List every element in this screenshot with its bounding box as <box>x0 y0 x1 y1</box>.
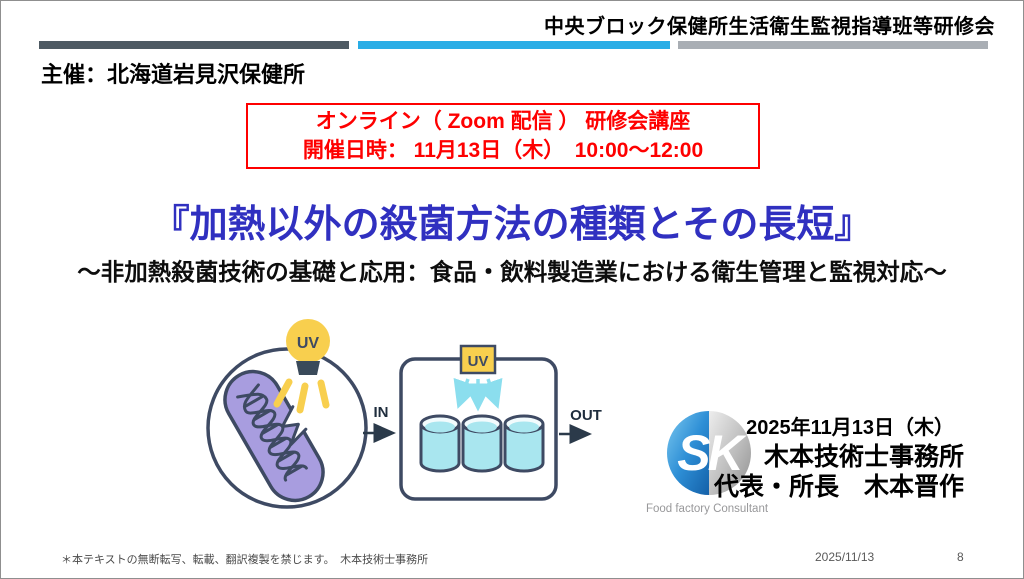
presenter-representative: 代表・所長 木本晋作 <box>713 473 964 501</box>
presenter-office: 木本技術士事務所 <box>763 443 964 471</box>
uv-chamber-diagram: UV IN OUT <box>363 344 602 501</box>
uv-lamp-label: UV <box>468 353 489 370</box>
decorative-bar-gray <box>678 41 988 49</box>
uv-lamp-box <box>459 344 497 375</box>
sk-logo: SK <box>667 411 751 495</box>
organizer-text: 主催：北海道岩見沢保健所 <box>41 62 306 87</box>
decorative-bar-cyan <box>358 41 670 49</box>
bacteria-icon <box>223 369 325 503</box>
in-label: IN <box>374 404 389 421</box>
uv-rays-icon <box>453 377 503 412</box>
page-number: 8 <box>957 550 964 564</box>
copyright-notice: ＊本テキストの無断転写、転載、翻訳複製を禁じます。 木本技術士事務所 <box>61 554 429 566</box>
logo-monogram: SK <box>677 425 747 481</box>
lecture-subtitle: 〜非加熱殺菌技術の基礎と応用：食品・飲料製造業における衛生管理と監視対応〜 <box>77 259 947 285</box>
uv-bacteria-illustration: UV <box>206 319 368 509</box>
out-label: OUT <box>570 407 602 424</box>
presenter-block: 2025年11月13日（木） 木本技術士事務所 代表・所長 木本晋作 <box>714 414 964 502</box>
presenter-date: 2025年11月13日（木） <box>746 417 954 439</box>
notice-line-2: 開催日時： 11月13日（木） 10:00〜12:00 <box>302 139 704 162</box>
decorative-bar-dark <box>39 41 349 49</box>
footer-date: 2025/11/13 <box>815 550 875 564</box>
online-seminar-notice-box: オンライン（ Zoom 配信 ） 研修会講座 開催日時： 11月13日（木） 1… <box>246 103 760 169</box>
dna-helix-icon <box>236 383 308 482</box>
lecture-title: 『加熱以外の殺菌方法の種類とその長短』 <box>151 204 873 246</box>
uv-bulb-icon: UV <box>273 319 330 414</box>
logo-caption: Food factory Consultant <box>645 503 769 515</box>
notice-line-1: オンライン（ Zoom 配信 ） 研修会講座 <box>315 110 691 133</box>
slide-header-title: 中央ブロック保健所生活衛生監視指導班等研修会 <box>544 16 995 38</box>
uv-bulb-label: UV <box>297 335 320 352</box>
liquid-containers <box>419 414 545 473</box>
